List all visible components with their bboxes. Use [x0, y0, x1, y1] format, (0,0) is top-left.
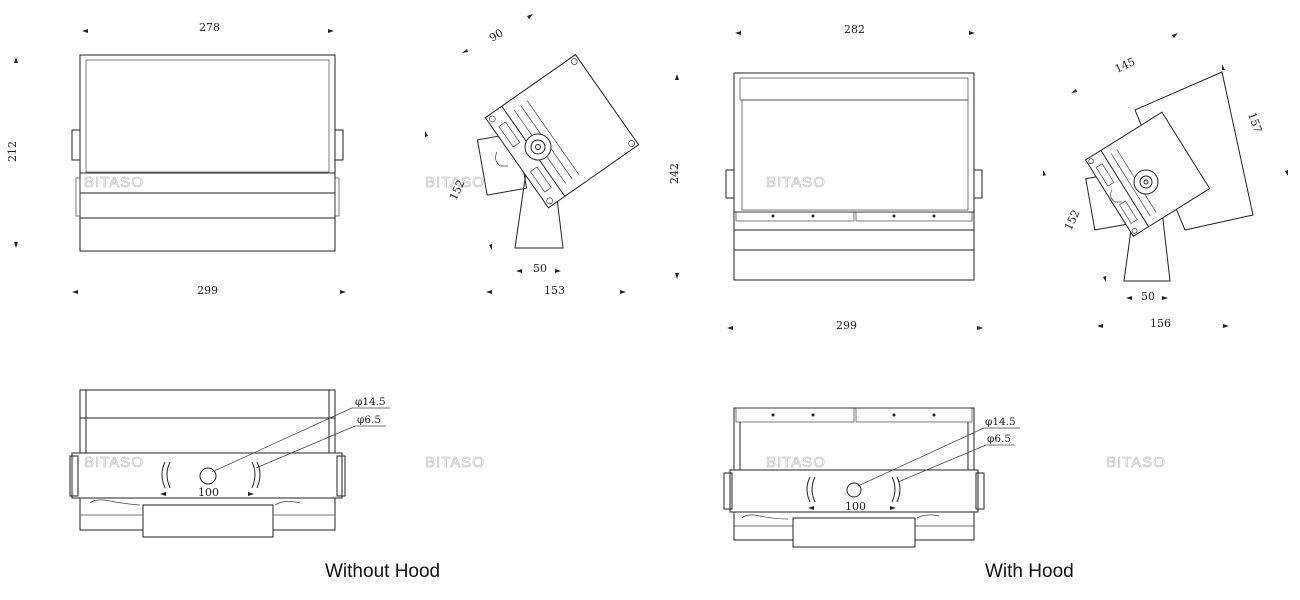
watermark: BITASO [1106, 454, 1166, 471]
side-view-with-hood [1084, 71, 1254, 282]
caption-without-hood: Without Hood [325, 561, 440, 582]
label-hood-small-hole-diameter: φ6.5 [987, 433, 1011, 445]
bottom-view-with-hood [723, 407, 1020, 548]
dim-hood-depth: 157 [1245, 111, 1264, 135]
watermark: BITASO [425, 454, 485, 471]
dim-side-angle: 90 [487, 26, 506, 44]
dim-hood-side-depth: 152 [1062, 208, 1083, 233]
dim-side-base-width: 50 [533, 262, 547, 275]
side-view-without-hood [476, 53, 640, 249]
label-small-hole-diameter: φ6.5 [357, 414, 381, 426]
dim-hole-spacing: 100 [198, 486, 219, 499]
dim-hood-total-depth: 156 [1150, 317, 1171, 330]
dim-side-total-depth: 153 [544, 284, 565, 297]
watermark: BITASO [84, 454, 144, 471]
dim-hood-hole-spacing: 100 [845, 500, 866, 513]
bottom-view-without-hood [69, 389, 390, 538]
dim-hood-front-height: 242 [668, 163, 681, 184]
dim-hood-front-width-bottom: 299 [836, 319, 857, 332]
watermark: BITASO [425, 174, 485, 191]
dimension-lines-front-with-hood [675, 31, 983, 330]
dim-hood-front-width-top: 282 [844, 23, 865, 36]
dim-front-width-bottom: 299 [197, 284, 218, 297]
label-hood-large-hole-diameter: φ14.5 [985, 416, 1016, 428]
dim-hood-top: 145 [1113, 55, 1138, 76]
dimension-lines-side-with-hood [1043, 33, 1288, 328]
dimension-lines-front-without-hood [14, 29, 346, 294]
dim-front-height: 212 [6, 141, 19, 162]
caption-with-hood: With Hood [985, 561, 1074, 582]
front-view-without-hood [71, 54, 344, 252]
watermark: BITASO [84, 174, 144, 191]
dimension-lines-side-without-hood [425, 14, 626, 294]
label-large-hole-diameter: φ14.5 [355, 396, 386, 408]
front-view-with-hood [725, 72, 983, 281]
dim-hood-base-width: 50 [1141, 290, 1155, 303]
dim-front-width-top: 278 [199, 21, 220, 34]
watermark: BITASO [766, 454, 826, 471]
watermark: BITASO [766, 174, 826, 191]
